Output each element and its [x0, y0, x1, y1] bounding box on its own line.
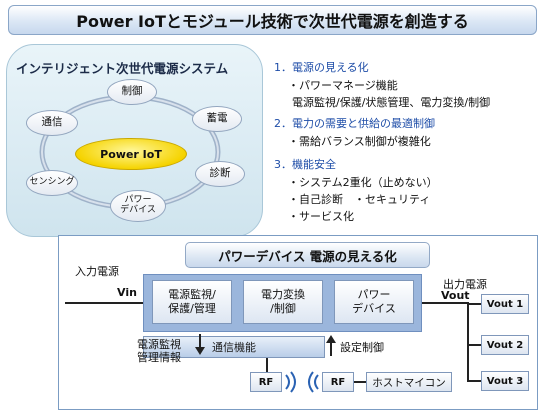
power-device-title: パワーデバイス 電源の見える化	[185, 242, 430, 268]
input-power-label: 入力電源	[75, 265, 119, 278]
output-power-label: 出力電源	[443, 278, 487, 291]
monitor-info-label: 電源監視 管理情報	[137, 338, 181, 365]
wireless-signal-icon	[285, 371, 319, 393]
title-bar: Power IoTとモジュール技術で次世代電源を創造する	[8, 5, 537, 35]
node-storage: 蓄電	[192, 106, 242, 132]
rf-host-line	[354, 381, 366, 383]
feature-3-line-1: ・システム2重化（止めない）	[288, 176, 438, 189]
output-branch-3	[467, 380, 481, 382]
vout-label: Vout	[441, 289, 470, 302]
up-arrow-icon	[326, 335, 336, 356]
rf-connector-line	[266, 358, 268, 372]
output-branch-1	[467, 303, 481, 305]
node-communication: 通信	[26, 110, 78, 136]
feature-2-heading: 2．電力の需要と供給の最適制御	[274, 117, 435, 130]
setting-control-label: 設定制御	[340, 341, 384, 354]
comm-function: 通信機能	[143, 336, 325, 358]
feature-3-line-3: ・サービス化	[288, 210, 354, 223]
vout-3-box: Vout 3	[481, 371, 529, 391]
node-power-device: パワー デバイス	[110, 190, 166, 222]
vout-1-box: Vout 1	[481, 294, 529, 314]
feature-2-line-1: ・需給バランス制御が複雑化	[288, 135, 431, 148]
block-device: パワー デバイス	[334, 280, 414, 324]
feature-3-line-2: ・自己診断 ・セキュリティ	[288, 193, 431, 206]
output-bus-line	[467, 302, 469, 382]
output-line	[422, 302, 469, 304]
block-monitor: 電源監視/ 保護/管理	[152, 280, 232, 324]
feature-3-heading: 3．機能安全	[274, 158, 336, 171]
system-title: インテリジェント次世代電源システム	[16, 61, 229, 76]
down-arrow-icon	[195, 334, 205, 355]
input-line	[65, 302, 143, 304]
vin-label: Vin	[117, 286, 137, 299]
vout-2-box: Vout 2	[481, 335, 529, 355]
node-control: 制御	[107, 79, 157, 105]
host-mcu-box: ホストマイコン	[366, 372, 452, 392]
power-iot-center: Power IoT	[75, 138, 187, 170]
page-title: Power IoTとモジュール技術で次世代電源を創造する	[76, 12, 469, 31]
feature-1-heading: 1．電源の見える化	[274, 61, 369, 74]
feature-1-line-2: 電源監視/保護/状態管理、電力変換/制御	[292, 96, 491, 109]
node-sensing: センシング	[26, 170, 78, 196]
feature-1-line-1: ・パワーマネージ機能	[288, 79, 398, 92]
block-convert: 電力変換 /制御	[243, 280, 323, 324]
rf-box-right: RF	[322, 372, 354, 392]
output-branch-2	[467, 344, 481, 346]
rf-box-left: RF	[250, 372, 282, 392]
node-diagnosis: 診断	[195, 161, 245, 187]
